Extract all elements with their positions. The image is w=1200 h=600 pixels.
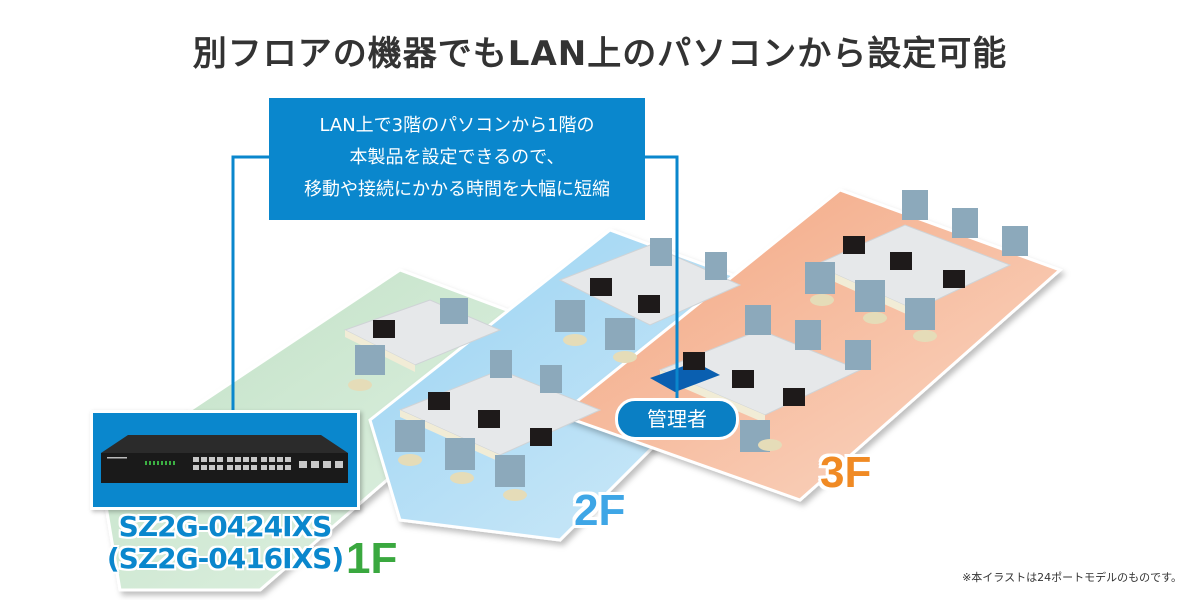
connector-line-left [231,155,269,412]
callout-line: LAN上で3階のパソコンから1階の [319,115,595,136]
floor-label-3f: 3F [820,448,872,497]
footnote: ※本イラストは24ポートモデルのものです。 [962,571,1182,584]
desk-cluster-1f [343,298,502,391]
floor-label-1f: 1F [346,534,398,583]
admin-label: 管理者 [615,398,739,440]
callout-line: 移動や接続にかかる時間を大幅に短縮 [304,179,610,200]
desk-cluster-2f-lower [395,350,602,501]
desk-cluster-3f-lower [650,305,871,452]
desk-cluster-2f-upper [555,238,742,363]
connector-line-right [645,155,679,400]
product-image-frame [90,410,360,510]
callout-box: LAN上で3階のパソコンから1階の 本製品を設定できるので、 移動や接続にかかる… [269,98,645,220]
callout-line: 本製品を設定できるので、 [349,147,565,168]
model-name-primary: SZ2G-0424IXS [118,510,333,543]
model-name-secondary: (SZ2G-0416IXS) [106,542,344,575]
desk-cluster-3f-upper [805,190,1028,342]
floor-label-2f: 2F [574,486,626,535]
network-switch-icon [101,435,348,483]
page-title: 別フロアの機器でもLAN上のパソコンから設定可能 [192,34,1008,74]
